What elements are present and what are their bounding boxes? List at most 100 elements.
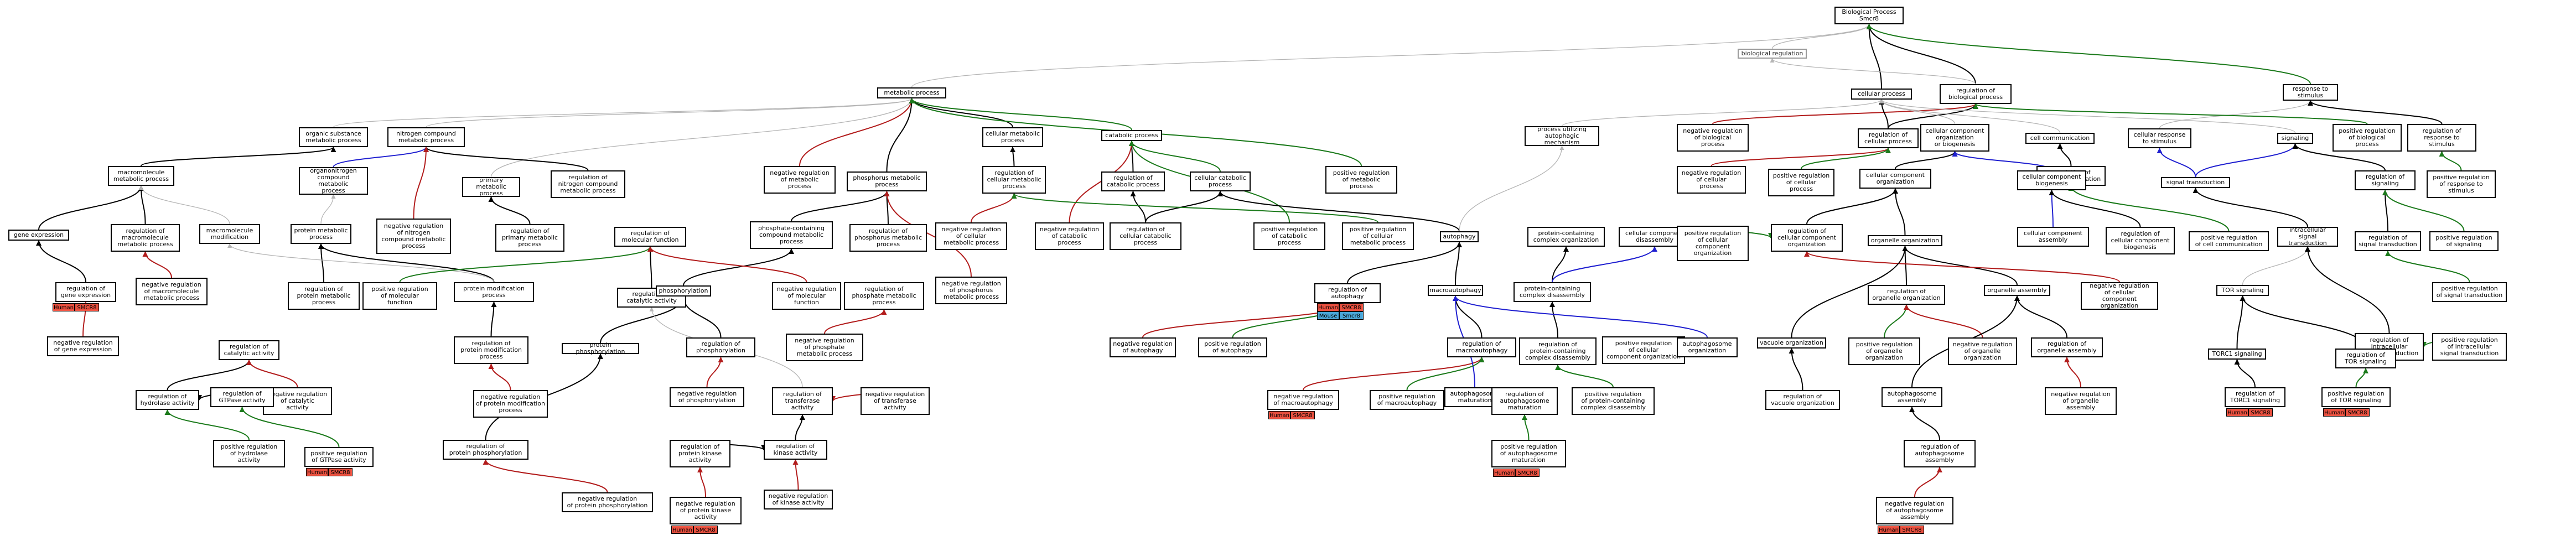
go-term-regulation-of-autophagy[interactable]: regulation of autophagy (1314, 283, 1381, 303)
go-term-bp[interactable]: Biological Process Smcr8 (1834, 7, 1904, 24)
go-term-regulation-of-organelle-organization[interactable]: regulation of organelle organization (1868, 285, 1945, 305)
go-term-tor-signaling[interactable]: TOR signaling (2216, 285, 2269, 296)
go-term-cellular-component-biogenesis[interactable]: cellular component biogenesis (2017, 170, 2086, 190)
go-term-negative-regulation-of-autophagy[interactable]: negative regulation of autophagy (1110, 337, 1176, 357)
go-term-regulation-of-catalytic-activity-2[interactable]: regulation of catalytic activity (219, 340, 279, 360)
go-term-organonitrogen-compound-metabolic-process[interactable]: organonitrogen compound metabolic proces… (299, 167, 368, 195)
go-term-regulation-of-protein-modification-process[interactable]: regulation of protein modification proce… (454, 336, 528, 364)
go-term-primary-metabolic-process[interactable]: primary metabolic process (462, 177, 520, 197)
go-term-regulation-of-gene-expression[interactable]: regulation of gene expression (55, 282, 116, 302)
go-term-regulation-of-cellular-metabolic-process[interactable]: regulation of cellular metabolic process (982, 166, 1046, 194)
go-term-positive-regulation-of-cellular-metabolic-process[interactable]: positive regulation of cellular metaboli… (1342, 222, 1414, 250)
go-term-negative-regulation-of-nitrogen-compound-metabolic-process[interactable]: negative regulation of nitrogen compound… (376, 219, 451, 254)
go-term-cell-communication[interactable]: cell communication (2025, 133, 2095, 144)
go-term-cellular-catabolic-process[interactable]: cellular catabolic process (1190, 171, 1251, 191)
go-term-response-to-stimulus[interactable]: response to stimulus (2283, 84, 2338, 101)
go-term-regulation-of-tor-signaling[interactable]: regulation of TOR signaling (2335, 349, 2396, 368)
go-term-catabolic-process[interactable]: catabolic process (1101, 130, 1162, 141)
go-term-regulation-of-protein-metabolic-process[interactable]: regulation of protein metabolic process (288, 282, 360, 310)
go-term-cellular-component-organization[interactable]: cellular component organization (1859, 169, 1931, 189)
go-term-regulation-of-response-to-stimulus[interactable]: regulation of response to stimulus (2407, 124, 2476, 152)
go-term-positive-regulation-of-autophagy[interactable]: positive regulation of autophagy (1198, 337, 1267, 357)
go-term-positive-regulation-of-response-to-stimulus[interactable]: positive regulation of response to stimu… (2427, 170, 2496, 198)
go-term-protein-containing-complex-disassembly[interactable]: protein-containing complex disassembly (1514, 282, 1591, 302)
go-term-cellular-process[interactable]: cellular process (1851, 89, 1912, 100)
go-term-negative-regulation-of-organelle-organization[interactable]: negative regulation of organelle organiz… (1948, 337, 2017, 365)
go-term-regulation-of-signal-transduction[interactable]: regulation of signal transduction (2355, 231, 2421, 251)
go-term-metabolic-process[interactable]: metabolic process (877, 87, 946, 98)
go-term-positive-regulation-of-cellular-component-organization[interactable]: positive regulation of cellular componen… (1677, 226, 1749, 261)
go-term-negative-regulation-of-transferase-activity[interactable]: negative regulation of transferase activ… (861, 387, 930, 415)
go-term-regulation-of-protein-phosphorylation[interactable]: regulation of protein phosphorylation (443, 440, 528, 460)
go-term-process-utilizing-autophagic-mechanism[interactable]: process utilizing autophagic mechanism (1525, 126, 1599, 146)
go-term-protein-modification-process[interactable]: protein modification process (454, 282, 534, 302)
go-term-negative-regulation-of-phosphorylation[interactable]: negative regulation of phosphorylation (670, 387, 744, 407)
go-term-gene-expression[interactable]: gene expression (8, 230, 69, 241)
go-term-positive-regulation-of-cellular-component-organization-2[interactable]: positive regulation of cellular componen… (1602, 336, 1685, 364)
go-term-positive-regulation-of-biological-process[interactable]: positive regulation of biological proces… (2333, 124, 2402, 152)
go-term-positive-regulation-of-signaling[interactable]: positive regulation of signaling (2429, 231, 2499, 251)
go-term-regulation-of-nitrogen-compound-metabolic-process[interactable]: regulation of nitrogen compound metaboli… (551, 170, 625, 198)
go-term-regulation-of-cellular-component-organization[interactable]: regulation of cellular component organiz… (1771, 224, 1843, 252)
go-term-organic-substance-metabolic-process[interactable]: organic substance metabolic process (299, 127, 368, 147)
go-term-regulation-of-transferase-activity[interactable]: regulation of transferase activity (772, 387, 833, 415)
go-term-intracellular-signal-transduction[interactable]: intracellular signal transduction (2277, 227, 2338, 247)
go-term-positive-regulation-of-protein-containing-complex-disassembly[interactable]: positive regulation of protein-containin… (1572, 387, 1655, 415)
go-term-regulation-of-catabolic-process[interactable]: regulation of catabolic process (1101, 171, 1165, 191)
go-term-negative-regulation-of-cellular-component-organization[interactable]: negative regulation of cellular componen… (2081, 282, 2158, 310)
go-term-positive-regulation-of-intracellular-signal-transduction[interactable]: positive regulation of intracellular sig… (2432, 333, 2507, 361)
go-term-cellular-component-assembly[interactable]: cellular component assembly (2017, 227, 2089, 247)
go-term-positive-regulation-of-cell-communication[interactable]: positive regulation of cell communicatio… (2189, 231, 2269, 251)
go-term-cellular-component-organization-or-biogenesis[interactable]: cellular component organization or bioge… (1920, 124, 1989, 152)
go-term-autophagosome-organization[interactable]: autophagosome organization (1677, 337, 1738, 357)
go-term-autophagy[interactable]: autophagy (1440, 231, 1479, 242)
go-term-signal-transduction[interactable]: signal transduction (2161, 177, 2230, 188)
go-term-positive-regulation-of-cellular-process[interactable]: positive regulation of cellular process (1768, 169, 1834, 196)
go-term-regulation-of-protein-containing-complex-disassembly[interactable]: regulation of protein-containing complex… (1519, 337, 1597, 365)
go-term-macromolecule-metabolic-process[interactable]: macromolecule metabolic process (108, 166, 174, 186)
go-term-organelle-assembly[interactable]: organelle assembly (1984, 285, 2050, 296)
go-term-negative-regulation-of-protein-kinase-activity[interactable]: negative regulation of protein kinase ac… (670, 497, 742, 524)
go-term-signaling[interactable]: signaling (2277, 133, 2313, 144)
go-term-torc1-signaling[interactable]: TORC1 signaling (2208, 349, 2266, 360)
go-term-negative-regulation-of-catabolic-process[interactable]: negative regulation of catabolic process (1035, 222, 1104, 250)
go-term-negative-regulation-of-protein-modification-process[interactable]: negative regulation of protein modificat… (473, 390, 548, 418)
go-term-regulation-of-hydrolase-activity[interactable]: regulation of hydrolase activity (136, 390, 199, 410)
go-term-regulation-of-phosphorylation[interactable]: regulation of phosphorylation (686, 337, 755, 357)
go-term-regulation-of-signaling[interactable]: regulation of signaling (2355, 170, 2416, 190)
go-term-regulation-of-primary-metabolic-process[interactable]: regulation of primary metabolic process (495, 224, 564, 252)
go-term-cellular-response-to-stimulus[interactable]: cellular response to stimulus (2128, 128, 2191, 148)
go-term-regulation-of-catalytic-activity[interactable]: regulation of catalytic activity (617, 288, 686, 308)
go-term-nitrogen-compound-metabolic-process[interactable]: nitrogen compound metabolic process (387, 127, 465, 147)
go-term-negative-regulation-of-phosphorus-metabolic-process[interactable]: negative regulation of phosphorus metabo… (935, 277, 1007, 304)
go-term-negative-regulation-of-protein-phosphorylation[interactable]: negative regulation of protein phosphory… (562, 492, 653, 512)
go-term-regulation-of-autophagosome-maturation[interactable]: regulation of autophagosome maturation (1491, 387, 1558, 415)
go-term-positive-regulation-of-autophagosome-maturation[interactable]: positive regulation of autophagosome mat… (1491, 440, 1566, 467)
go-term-positive-regulation-of-metabolic-process[interactable]: positive regulation of metabolic process (1325, 166, 1397, 194)
go-term-regulation-of-gtpase-activity[interactable]: regulation of GTPase activity (210, 387, 274, 407)
go-term-phosphorylation[interactable]: phosphorylation (656, 285, 711, 297)
go-term-regulation-of-phosphate-metabolic-process[interactable]: regulation of phosphate metabolic proces… (844, 282, 924, 310)
go-term-negative-regulation-of-cellular-process[interactable]: negative regulation of cellular process (1677, 166, 1746, 194)
go-term-negative-regulation-of-kinase-activity[interactable]: negative regulation of kinase activity (764, 490, 833, 509)
go-term-phosphate-containing-compound-metabolic-process[interactable]: phosphate-containing compound metabolic … (750, 221, 833, 249)
go-term-phosphorus-metabolic-process[interactable]: phosphorus metabolic process (847, 171, 927, 191)
go-term-organelle-organization[interactable]: organelle organization (1868, 235, 1942, 246)
go-term-regulation-of-organelle-assembly[interactable]: regulation of organelle assembly (2031, 337, 2103, 357)
go-term-positive-regulation-of-catabolic-process[interactable]: positive regulation of catabolic process (1253, 222, 1325, 250)
go-term-regulation-of-protein-kinase-activity[interactable]: regulation of protein kinase activity (670, 440, 730, 467)
go-term-regulation-of-macromolecule-metabolic-process[interactable]: regulation of macromolecule metabolic pr… (111, 224, 180, 252)
go-term-protein-phosphorylation[interactable]: protein phosphorylation (562, 342, 639, 355)
go-term-protein-metabolic-process[interactable]: protein metabolic process (291, 224, 351, 244)
go-term-regulation-of-kinase-activity[interactable]: regulation of kinase activity (764, 440, 827, 460)
go-term-negative-regulation-of-biological-process[interactable]: negative regulation of biological proces… (1677, 124, 1749, 152)
go-term-positive-regulation-of-tor-signaling[interactable]: positive regulation of TOR signaling (2321, 387, 2391, 407)
go-term-negative-regulation-of-phosphate-metabolic-process[interactable]: negative regulation of phosphate metabol… (786, 334, 863, 361)
go-term-macroautophagy[interactable]: macroautophagy (1428, 285, 1483, 296)
go-term-positive-regulation-of-hydrolase-activity[interactable]: positive regulation of hydrolase activit… (213, 440, 285, 467)
go-term-cellular-metabolic-process[interactable]: cellular metabolic process (982, 127, 1043, 147)
go-term-regulation-of-cellular-component-biogenesis[interactable]: regulation of cellular component biogene… (2106, 227, 2175, 254)
go-term-negative-regulation-of-cellular-metabolic-process[interactable]: negative regulation of cellular metaboli… (935, 222, 1007, 250)
go-term-regulation-of-macroautophagy[interactable]: regulation of macroautophagy (1447, 337, 1516, 357)
go-term-positive-regulation-of-signal-transduction[interactable]: positive regulation of signal transducti… (2432, 282, 2507, 302)
